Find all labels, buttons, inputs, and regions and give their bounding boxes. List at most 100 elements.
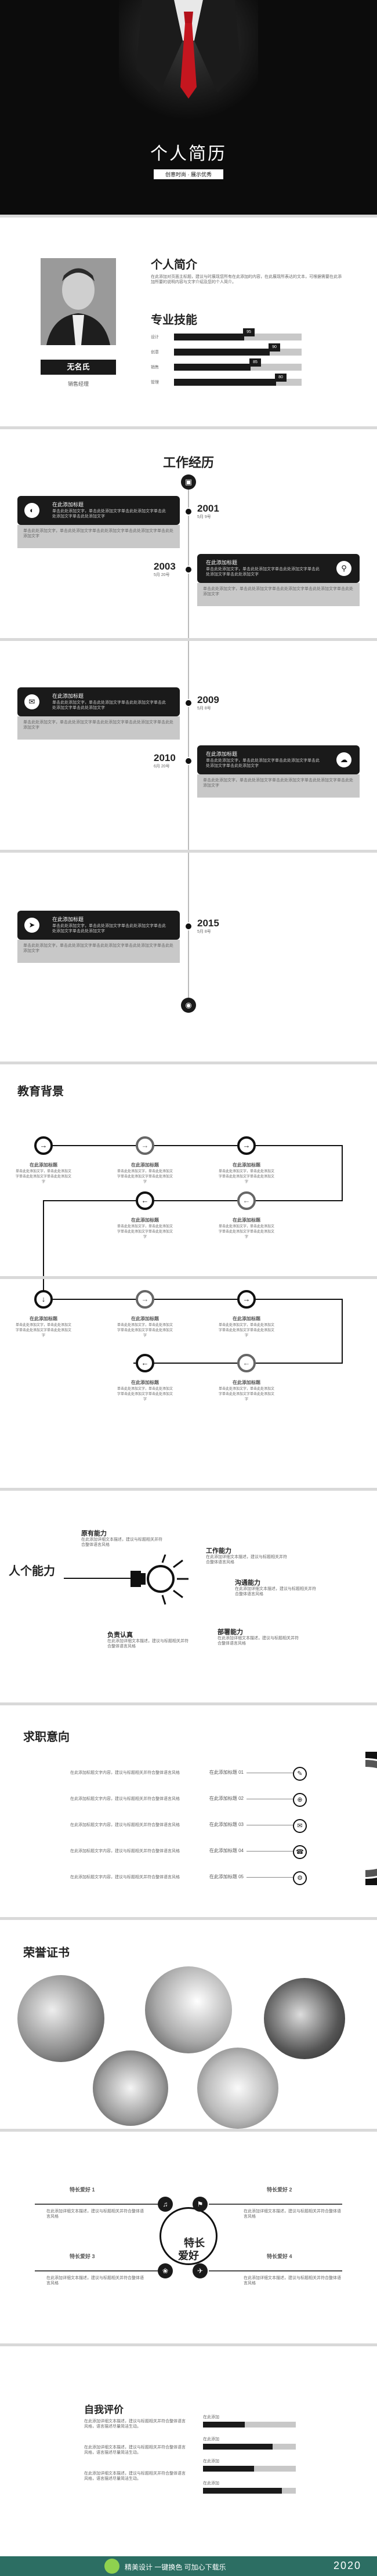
intention-title: 求职意向 (23, 1731, 70, 1744)
hobby-icon: ❀ (158, 2263, 173, 2278)
education-text: 单击此处添加文字，单击此处添加文字单击此处添加文字单击此处添加文字 (117, 1324, 173, 1338)
timeline-dot (184, 566, 193, 574)
experience-label: 在此添加标题 (52, 693, 84, 699)
evaluation-bar-label: 在此添加 (203, 2481, 219, 2486)
experience-icon: ⚲ (336, 561, 351, 576)
education-slide-2: ↓在此添加标题单击此处添加文字，单击此处添加文字单击此处添加文字单击此处添加文字… (0, 1279, 377, 1488)
ability-name: 部署能力 (217, 1629, 243, 1636)
experience-detail (17, 716, 180, 740)
intention-label: 在此添加标题 01 (209, 1770, 244, 1775)
skill-label: 设计 (151, 335, 159, 339)
honor-title: 荣誉证书 (23, 1947, 70, 1959)
experience-date: 5月 20号 (154, 573, 170, 577)
hobby-label: 特长爱好 2 (267, 2187, 292, 2193)
footer-logo (104, 2559, 119, 2574)
timeline-dot (184, 922, 193, 930)
intention-icon: ⊕ (293, 1793, 307, 1807)
timeline-line (188, 490, 189, 638)
evaluation-fill (203, 2422, 245, 2428)
education-node: → (237, 1136, 256, 1155)
intro-text: 在此添加对页面主标题，建议与时展现您所有在此添加的内容，在此展现所表达的文本，可… (151, 275, 342, 284)
experience-card (197, 745, 360, 774)
experience-detail-text: 单击此处添加文字，单击此处添加文字单击此处添加文字单击此处添加文字单击此处添加文… (23, 944, 173, 953)
education-node: → (136, 1136, 154, 1155)
evaluation-fill (203, 2466, 254, 2472)
experience-year: 2009 (197, 694, 219, 705)
education-label: 在此添加标题 (131, 1380, 159, 1385)
timeline-dot (184, 757, 193, 765)
experience-year: 2015 (197, 918, 219, 929)
education-label: 在此添加标题 (233, 1380, 260, 1385)
ability-name: 沟通能力 (235, 1579, 260, 1586)
intention-icon: ⚙ (293, 1871, 307, 1885)
experience-text: 单击此处添加文字，单击此处添加文字单击此处添加文字单击此处添加文字单击此处添加文… (52, 924, 166, 933)
education-text: 单击此处添加文字，单击此处添加文字单击此处添加文字单击此处添加文字 (15, 1324, 71, 1338)
education-label: 在此添加标题 (131, 1316, 159, 1321)
timeline-line (188, 641, 189, 850)
education-text: 单击此处添加文字，单击此处添加文字单击此处添加文字单击此处添加文字 (218, 1324, 274, 1338)
skill-label: 销售 (151, 365, 159, 369)
hobby-text: 在此添加详细文本描述，建议与标题相关并符合整体语言风格 (46, 2276, 144, 2285)
education-text: 单击此处添加文字，单击此处添加文字单击此处添加文字单击此处添加文字 (15, 1170, 71, 1184)
experience-card (17, 687, 180, 716)
hobby-text: 在此添加详细文本描述，建议与标题相关并符合整体语言风格 (46, 2209, 144, 2219)
evaluation-fill (203, 2444, 273, 2450)
experience-card (17, 911, 180, 940)
experience-year: 2003 (154, 561, 176, 572)
camera-icon: ◉ (181, 998, 196, 1013)
education-text: 单击此处添加文字，单击此处添加文字单击此处添加文字单击此处添加文字 (218, 1225, 274, 1239)
education-node: ← (136, 1191, 154, 1210)
education-node: → (136, 1290, 154, 1309)
experience-detail (17, 525, 180, 548)
experience-detail-text: 单击此处添加文字，单击此处添加文字单击此处添加文字单击此处添加文字单击此处添加文… (23, 529, 173, 538)
skill-fill (174, 379, 276, 386)
experience-text: 单击此处添加文字，单击此处添加文字单击此处添加文字单击此处添加文字单击此处添加文… (52, 509, 166, 519)
ability-line (64, 1578, 133, 1579)
experience-card (197, 554, 360, 583)
hobby-text: 在此添加详细文本描述，建议与标题相关并符合整体语言风格 (244, 2209, 341, 2219)
experience-label: 在此添加标题 (52, 916, 84, 922)
skill-value: 95 (243, 328, 255, 336)
evaluation-slide: 自我评价 精美设计 一键换色 可加心下载乐 2020 在此添加详细文本描述，建议… (0, 2346, 377, 2576)
intention-icon: ✉ (293, 1819, 307, 1833)
honor-slide: 荣誉证书 (0, 1920, 377, 2129)
honor-photo-1 (17, 1975, 104, 2062)
skill-fill (174, 364, 251, 371)
evaluation-text: 在此添加详细文本描述，建议与标题相关并符合整体语言风格，语言描述尽量简洁生动。 (84, 2445, 186, 2455)
intention-label: 在此添加标题 03 (209, 1822, 244, 1827)
evaluation-bar-label: 在此添加 (203, 2437, 219, 2441)
profile-photo (41, 258, 116, 345)
ability-text: 在此添加详细文本描述，建议与标题相关并符合整体语言风格 (235, 1587, 316, 1596)
intention-text: 在此添加标题文字内容，建议与标题相关并符合整体语言风格 (70, 1771, 180, 1775)
briefcase-icon: ▣ (181, 474, 196, 490)
skill-fill (174, 349, 270, 356)
profile-role: 销售经理 (67, 381, 89, 387)
intention-slide: 求职意向 在此添加标题文字内容，建议与标题相关并符合整体语言风格在此添加标题 0… (0, 1705, 377, 1917)
intention-line (246, 1851, 293, 1852)
experience-date: 5月 8号 (197, 707, 211, 711)
cover-title: 个人简历 (150, 144, 227, 164)
intention-text: 在此添加标题文字内容，建议与标题相关并符合整体语言风格 (70, 1875, 180, 1879)
ability-text: 在此添加详细文本描述，建议与标题相关并符合整体语言风格 (217, 1636, 299, 1646)
experience-label: 在此添加标题 (206, 751, 238, 757)
ability-name: 负责认真 (107, 1632, 133, 1639)
experience-text: 单击此处添加文字，单击此处添加文字单击此处添加文字单击此处添加文字单击此处添加文… (206, 567, 320, 577)
name-box: 无名氏 (41, 360, 116, 375)
experience-detail (197, 583, 360, 606)
hobby-center: 特长 爱好 (160, 2207, 217, 2265)
skill-value: 90 (269, 343, 280, 352)
ability-name: 原有能力 (81, 1530, 107, 1537)
experience-slide-3: ◉ ➤在此添加标题单击此处添加文字，单击此处添加文字单击此处添加文字单击此处添加… (0, 853, 377, 1061)
evaluation-bar-label: 在此添加 (203, 2415, 219, 2419)
experience-label: 在此添加标题 (52, 502, 84, 508)
honor-photo-5 (197, 2048, 278, 2129)
experience-detail (17, 940, 180, 963)
education-node: ↓ (34, 1290, 53, 1309)
experience-detail (197, 774, 360, 798)
evaluation-text: 在此添加详细文本描述，建议与标题相关并符合整体语言风格，语言描述尽量简洁生动。 (84, 2419, 186, 2429)
experience-title: 工作经历 (162, 455, 214, 470)
hobby-icon: ✈ (193, 2263, 208, 2278)
intention-label: 在此添加标题 02 (209, 1796, 244, 1801)
hobby-icon: ⚑ (193, 2197, 208, 2212)
ability-text: 在此添加详细文本描述，建议与标题相关并符合整体语言风格 (107, 1639, 188, 1649)
